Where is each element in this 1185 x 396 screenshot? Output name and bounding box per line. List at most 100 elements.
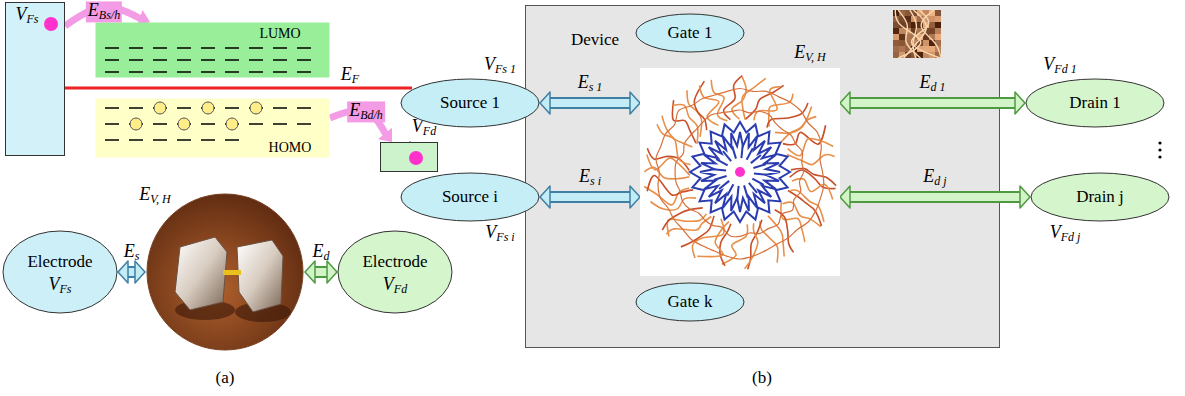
edge-label: Es 1 bbox=[576, 73, 605, 94]
arrow-body bbox=[549, 99, 631, 107]
arrow-outline bbox=[549, 191, 631, 203]
junction-photo bbox=[145, 192, 305, 352]
potential-label: VFs i bbox=[485, 223, 514, 244]
empty-orbital-levels bbox=[105, 48, 320, 72]
edge-label: Ed j bbox=[921, 167, 948, 188]
arrow-head bbox=[540, 92, 550, 114]
junction-image: EV, H bbox=[145, 192, 305, 352]
fermi-level-line bbox=[65, 87, 412, 90]
central-ion bbox=[735, 167, 745, 177]
arrow-head bbox=[1020, 186, 1030, 208]
gate-label: Gate 1 bbox=[668, 24, 713, 43]
molecule-image-shape bbox=[640, 68, 840, 276]
arrow-head bbox=[840, 92, 850, 114]
arrow-body bbox=[314, 268, 328, 276]
arrow-head bbox=[135, 261, 145, 283]
electrode-label: Electrode bbox=[27, 253, 92, 272]
electrode-label: Electrode bbox=[362, 253, 427, 272]
gate-electrode: Gate k bbox=[635, 282, 745, 322]
coupling-arrow bbox=[840, 186, 1030, 208]
arrow-outline bbox=[549, 97, 631, 109]
fermi-level-label: EF bbox=[341, 65, 359, 86]
box-outline bbox=[6, 3, 65, 156]
edge-label: EBs/h bbox=[86, 1, 122, 22]
junction-image-shape bbox=[145, 192, 305, 352]
coupling-arrow bbox=[840, 92, 1025, 114]
potential-label: VFs 1 bbox=[484, 55, 516, 76]
ellipse-outline bbox=[636, 283, 744, 321]
source-electrode-shape bbox=[2, 230, 118, 314]
ellipse-outline bbox=[1031, 173, 1169, 221]
arrow-head bbox=[540, 186, 550, 208]
ellipse-outline bbox=[636, 14, 744, 52]
device-ground bbox=[526, 6, 1000, 348]
source-electrode: ElectrodeVFs bbox=[2, 230, 118, 314]
arrow-head bbox=[840, 186, 850, 208]
edge-label: Es bbox=[122, 242, 142, 263]
arrow-head bbox=[1015, 92, 1025, 114]
image-ground bbox=[640, 68, 840, 276]
ellipse-outline bbox=[1026, 79, 1164, 127]
drain-label: Drain j bbox=[1076, 188, 1124, 207]
drain-level-box-shape bbox=[380, 142, 438, 172]
panel-label: (b) bbox=[752, 369, 772, 388]
ellipse-outline bbox=[338, 231, 452, 313]
coupling-arrow bbox=[540, 92, 640, 114]
arrow-head bbox=[327, 261, 337, 283]
homo-band: HOMO bbox=[95, 98, 330, 158]
arrow-head bbox=[118, 261, 128, 283]
edge-label: Es i bbox=[577, 167, 603, 188]
drain-level-box: VFd bbox=[380, 142, 438, 172]
arrow-outline bbox=[849, 97, 1016, 109]
ellipse-outline bbox=[401, 173, 539, 221]
filled-orbital-levels bbox=[105, 102, 320, 140]
orbital-label: LUMO bbox=[259, 26, 300, 41]
potential-label: VFs bbox=[49, 275, 72, 296]
source-level-box: VFs bbox=[5, 2, 65, 156]
drain-terminal: VFd 1Drain 1 bbox=[1025, 78, 1165, 128]
gate-label: Gate k bbox=[668, 293, 713, 312]
edge-label: Ed bbox=[311, 242, 332, 263]
device-label: Device bbox=[571, 31, 619, 50]
arrow-body bbox=[849, 99, 1016, 107]
source-label: Source i bbox=[442, 188, 498, 207]
potential-label: VFd bbox=[383, 275, 407, 296]
source-label: Source 1 bbox=[440, 94, 500, 113]
arrow-body bbox=[849, 193, 1021, 201]
lumo-band: LUMO bbox=[95, 22, 330, 78]
box-outline bbox=[96, 23, 330, 78]
molecule-image: EV, H bbox=[640, 68, 840, 276]
ellipse-outline bbox=[401, 79, 539, 127]
arrow-body bbox=[549, 193, 631, 201]
potential-label: VFd 1 bbox=[1043, 55, 1076, 76]
afm-texture-image bbox=[893, 10, 941, 58]
drain-electrode-shape bbox=[337, 230, 453, 314]
arrow-head bbox=[630, 92, 640, 114]
source-terminal: Source iVFs i bbox=[400, 172, 540, 222]
drain-terminal: Drain jVFd j bbox=[1030, 172, 1170, 222]
electron-dot bbox=[44, 17, 58, 31]
arrow-outline bbox=[849, 191, 1021, 203]
box-outline bbox=[96, 99, 330, 158]
parameter-label: EV, H bbox=[139, 185, 170, 206]
panel-label: (a) bbox=[216, 369, 235, 388]
arrow-outline bbox=[314, 266, 328, 278]
parameter-label: EV, H bbox=[794, 43, 825, 64]
drain-electrode: ElectrodeVFd bbox=[337, 230, 453, 314]
gate-electrode: Gate 1 bbox=[635, 13, 745, 53]
arrow-head bbox=[630, 186, 640, 208]
arrow-head bbox=[378, 128, 392, 142]
potential-label: VFs bbox=[16, 5, 39, 26]
coupling-arrow bbox=[118, 261, 145, 283]
electron-dot bbox=[409, 151, 423, 165]
coupling-arrow bbox=[305, 261, 337, 283]
drain-label: Drain 1 bbox=[1069, 94, 1120, 113]
box-outline bbox=[381, 143, 438, 172]
photo-rim bbox=[147, 194, 303, 350]
molecule-drawing bbox=[644, 76, 836, 270]
source-terminal: VFs 1Source 1 bbox=[400, 78, 540, 128]
potential-label: VFd j bbox=[1050, 223, 1081, 244]
ellipse-outline bbox=[3, 231, 117, 313]
orbital-label: HOMO bbox=[269, 140, 312, 155]
